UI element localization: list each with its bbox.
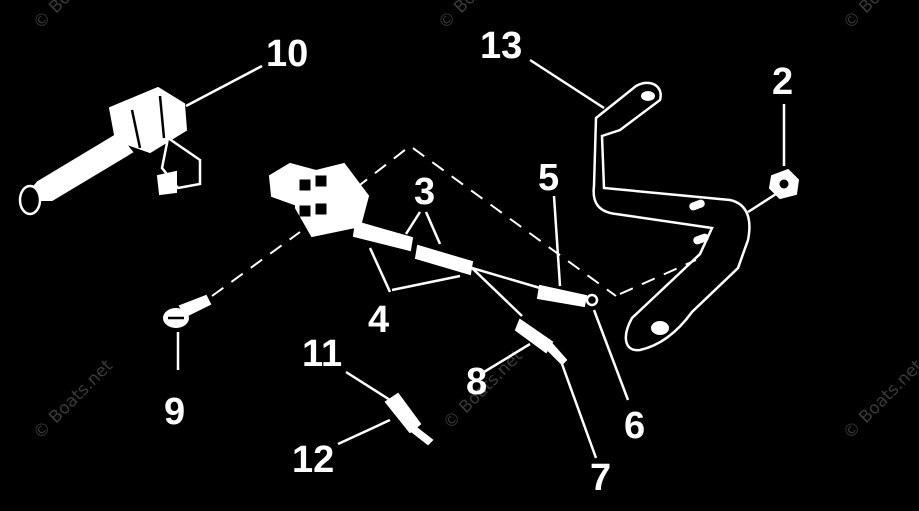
callout-4: 4 [368, 299, 389, 341]
watermark-top-right: © Boats.net [839, 0, 919, 34]
watermark-top-left: © Boats.net [29, 0, 117, 34]
callout-3: 3 [414, 171, 435, 213]
callout-6: 6 [624, 405, 645, 447]
callout-2: 2 [772, 61, 793, 103]
watermark-mid-left: © Boats.net [29, 356, 117, 444]
part-3-4-sleeves [352, 220, 541, 317]
callouts: 10 13 2 5 3 4 9 11 8 6 12 7 [164, 25, 793, 499]
switch-body [268, 162, 370, 238]
callout-7: 7 [590, 457, 611, 499]
callout-9: 9 [164, 391, 185, 433]
part-2-nut [768, 168, 800, 200]
part-11-12-pin [384, 392, 434, 446]
part-13-bracket [592, 81, 751, 352]
callout-8: 8 [466, 361, 487, 403]
alignment-lines [211, 144, 697, 297]
callout-12: 12 [292, 439, 334, 481]
callout-13: 13 [480, 25, 522, 67]
callout-11: 11 [302, 333, 342, 375]
watermark-mid-right: © Boats.net [839, 356, 919, 444]
leader-lines [176, 58, 786, 459]
callout-10: 10 [266, 33, 308, 75]
part-5-terminal [536, 284, 599, 308]
part-9-screw [163, 294, 212, 328]
callout-5: 5 [538, 157, 559, 199]
part-10-handle-assembly [18, 86, 202, 216]
